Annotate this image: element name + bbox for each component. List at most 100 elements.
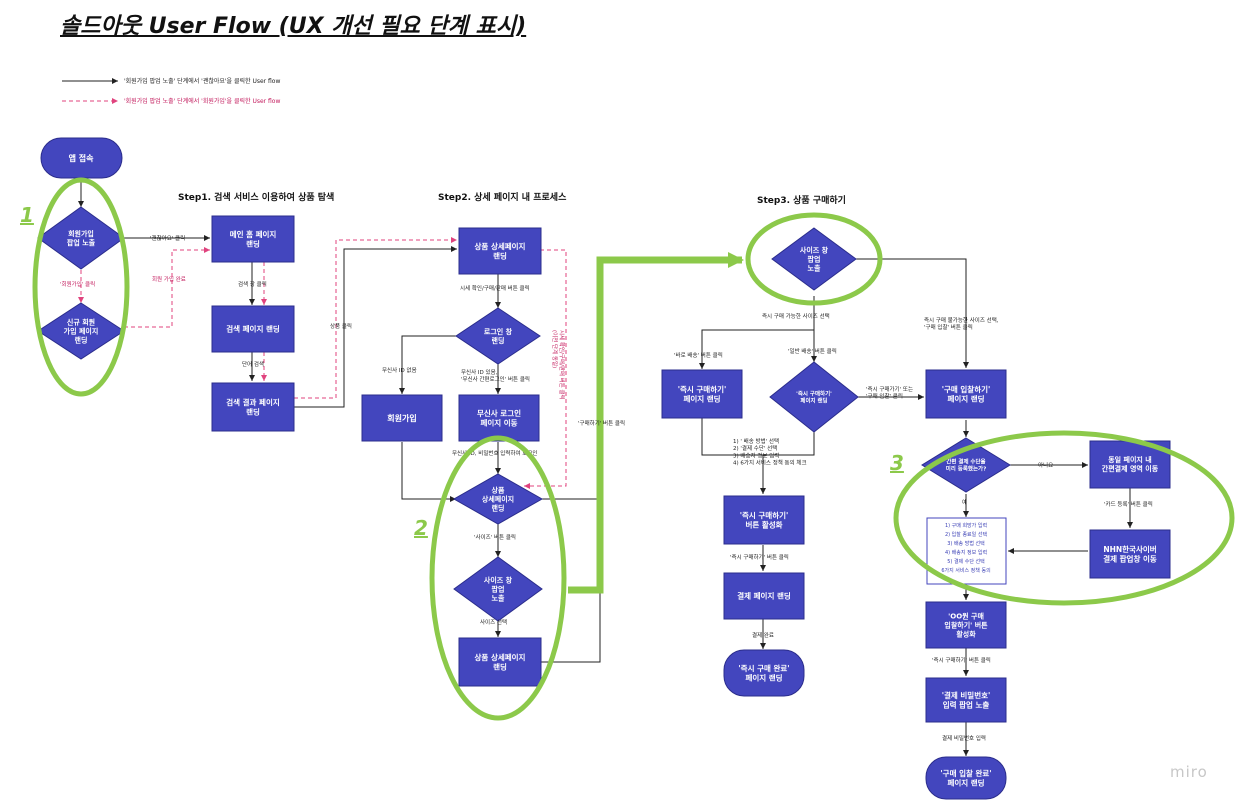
edge-label-normal-ship: '일반 배송' 버튼 클릭: [788, 347, 837, 355]
edge-label-or-bid: '즉시 구매가기' 또는'구매 입찰' 클릭: [866, 385, 913, 400]
highlight-arrow: [568, 252, 744, 594]
checklist-item: 1) 구매 희망가 입력: [945, 522, 987, 529]
node-size-popup2: [771, 227, 857, 291]
node-bid-done-label: '구매 입찰 완료'페이지 랜딩: [940, 768, 991, 788]
edge-label-yes: 예: [962, 498, 967, 506]
node-buy-done: [723, 649, 805, 697]
callout-3: 3: [890, 451, 904, 475]
node-login-popup: [455, 307, 541, 365]
edge-label-product-click: 상품 클릭: [330, 322, 352, 330]
edge-label-no-musinsa: 무신사 ID 없음: [382, 366, 417, 374]
checklist-items: 1) 구매 희망가 입력 2) 입찰 종료일 선택 3) 배송 방법 선택 4) 배송…: [941, 522, 990, 574]
step1-title: Step1. 검색 서비스 이용하여 상품 탐색: [178, 191, 334, 203]
edge-label-bid-size: 즉시 구매 불가능한 사이즈 선택,'구매 입찰' 버튼 클릭: [924, 316, 999, 331]
edge-label-signup-done: 회원 가입 완료: [152, 275, 186, 283]
edge-label-instant-click: '즉시 구매하기' 버튼 클릭: [730, 553, 789, 561]
edge-label-quick-ship: '바로 배송' 버튼 클릭: [674, 351, 723, 359]
node-join: [361, 394, 443, 442]
node-buy-done-label: '즉시 구매 완료'페이지 랜딩: [738, 663, 789, 683]
node-easy-pay-q: [921, 437, 1011, 493]
edge-label-keyword-search: 단어 검색: [242, 360, 264, 368]
node-app-label: 앱 접속: [69, 153, 95, 163]
node-bid-page-label: '구매 입찰하기'페이지 랜딩: [942, 384, 991, 404]
node-join-label: 회원가입: [387, 413, 416, 423]
miro-watermark: miro: [1170, 763, 1208, 781]
node-pw-popup-label: '결제 비밀번호'입력 팝업 노출: [942, 690, 991, 710]
node-detail2: [452, 473, 544, 525]
page-title: 솔드아웃 User Flow (UX 개선 필요 단계 표시): [60, 14, 527, 39]
node-signup-page: [37, 302, 125, 360]
checklist-item: 2) 입찰 종료일 선택: [945, 531, 988, 538]
edge-label-bid-click: '즉시 구매하기' 버튼 클릭: [932, 656, 991, 664]
edge-label-no: 아니요: [1038, 461, 1053, 469]
checklist-item: 3) 배송 방법 선택: [947, 540, 985, 547]
node-activate-btn: [723, 495, 805, 545]
node-payment-page: [723, 572, 805, 620]
highlight-ellipse-1: [32, 177, 130, 397]
edge-label-instant-size: 즉시 구매 가능한 사이즈 선택: [762, 312, 830, 320]
node-main-home: [211, 215, 295, 263]
node-size-popup1: [453, 556, 543, 622]
legend-black-text: '회원가입 팝업 노출' 단계에서 '괜찮아요'을 클릭한 User flow: [124, 77, 280, 85]
highlight-ellipse-3: [893, 430, 1235, 606]
edge-label-card-reg: '카드 등록' 버튼 클릭: [1104, 500, 1153, 508]
highlight-ellipse-top: [745, 212, 883, 306]
node-search-page: [211, 305, 295, 353]
highlight-ellipse-2: [429, 435, 567, 721]
node-detail3: [458, 637, 542, 687]
node-activate-btn-label: '즉시 구매하기'버튼 활성화: [740, 510, 789, 530]
edge-label-buy-btn-click: '구매하기' 버튼 클릭: [578, 419, 625, 427]
checklist-item: 5) 결제 수단 선택: [947, 558, 985, 565]
node-instant-buy: [661, 369, 743, 419]
edge-label-pw-input: 결제 비밀번호 입력: [942, 734, 986, 742]
node-bid-activate: [925, 601, 1007, 649]
edge-label-back-to-detail: 시세 확인/구매/판매 버튼 클릭(이전 단계 동일): [551, 330, 566, 400]
node-pw-popup: [925, 677, 1007, 723]
step3-title: Step3. 상품 구매하기: [757, 194, 846, 206]
node-buy-branch: [769, 361, 859, 433]
checklist-item: 4) 배송지 정보 입력: [945, 549, 987, 556]
legend-pink-text: '회원가입 팝업 노출' 단계에서 '회원가입'을 클릭한 User flow: [124, 97, 280, 105]
node-buy-branch-label: '즉시 구매하기'페이지 랜딩: [796, 389, 832, 404]
edge-label-search-click: 검색 창 클릭: [238, 280, 267, 288]
node-nhn-popup: [1089, 529, 1171, 579]
node-bid-page: [925, 369, 1007, 419]
node-search-result: [211, 382, 295, 432]
edge-label-musinsa-pw: 무신사 ID, 비밀번호 입력하여 로그인: [452, 449, 537, 457]
edge-label-size-select: 사이즈 선택: [480, 618, 507, 626]
node-musinsa-login: [458, 394, 540, 442]
node-search-page-label: 검색 페이지 랜딩: [226, 324, 280, 334]
callout-2: 2: [414, 516, 428, 540]
edge-label-pass-click: '괜찮아요' 클릭: [150, 234, 185, 242]
node-payment-page-label: 결제 페이지 랜딩: [737, 591, 791, 601]
edge-label-size-click: '사이즈' 버튼 클릭: [474, 533, 516, 541]
checklist-item: 6가지 서비스 정책 동의: [941, 567, 990, 574]
step2-title: Step2. 상세 페이지 내 프로세스: [438, 191, 567, 203]
node-bid-done: [925, 756, 1007, 800]
node-detail1: [458, 227, 542, 275]
edge-label-pay-done: 결제 완료: [752, 631, 774, 639]
node-instant-buy-label: '즉시 구매하기'페이지 랜딩: [678, 384, 727, 404]
node-signup-popup: [37, 206, 125, 270]
edge-label-price-click: 시세 확인/구매/판매 버튼 클릭: [460, 284, 530, 292]
edge-label-has-musinsa: 무신사 ID 있음,'무신사 간편로그인' 버튼 클릭: [461, 368, 530, 383]
callout-1: 1: [20, 203, 34, 227]
edge-label-signup-click: '회원가입' 클릭: [60, 280, 95, 288]
